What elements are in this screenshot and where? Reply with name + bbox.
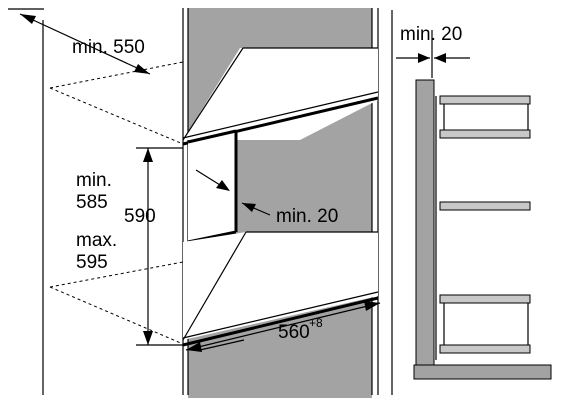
- side-view-gap-arrows: [396, 30, 470, 78]
- max-height-value: 595: [76, 252, 108, 273]
- depth-arrow: [8, 8, 151, 75]
- min-height-label-top: min.: [76, 170, 112, 191]
- cutout-height-label: 590: [124, 206, 156, 227]
- width-label: 560: [278, 322, 310, 343]
- width-arrow: [185, 301, 381, 352]
- base-plate: [413, 364, 552, 380]
- height-dimension-line: [136, 147, 183, 346]
- side-view-gap-label: min. 20: [400, 24, 462, 45]
- min-depth-label: min. 550: [72, 37, 145, 58]
- side-gap-arrows: [195, 169, 271, 216]
- side-view: [391, 10, 552, 395]
- max-height-label-top: max.: [76, 230, 117, 251]
- niche-back-frame: [187, 129, 238, 244]
- depth-guides: [49, 61, 184, 345]
- min-height-value: 585: [76, 192, 108, 213]
- upper-shelf: [183, 48, 378, 140]
- side-gap-label: min. 20: [276, 206, 338, 227]
- width-tolerance-label: +8: [309, 316, 323, 330]
- lower-shelf: [183, 232, 378, 340]
- door-panel: [416, 80, 434, 365]
